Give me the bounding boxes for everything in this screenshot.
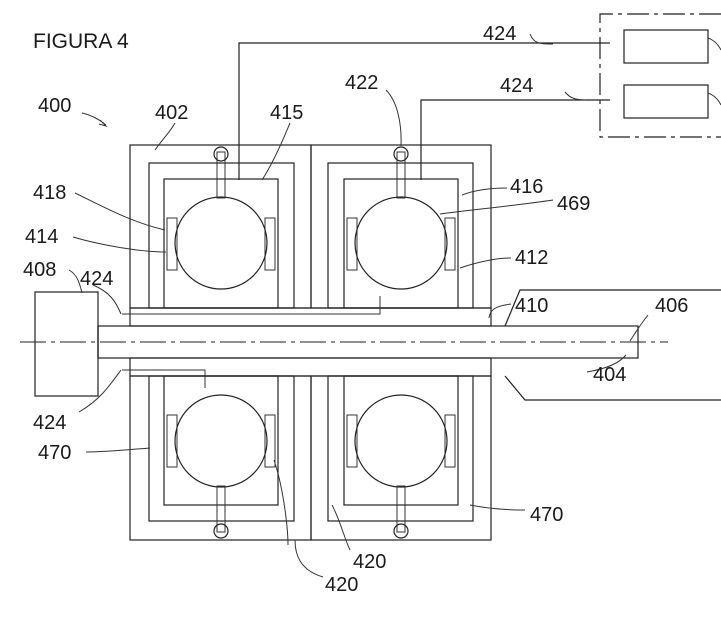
label-420-lower: 420 xyxy=(325,574,358,596)
housing-bottom-right xyxy=(310,375,492,541)
label-410: 410 xyxy=(515,295,548,317)
leader-lines xyxy=(68,33,649,578)
label-469: 469 xyxy=(557,193,590,215)
label-406: 406 xyxy=(655,295,688,317)
label-404: 404 xyxy=(593,364,626,386)
label-424-bottom: 424 xyxy=(33,412,66,434)
inner-connection-lines xyxy=(122,296,381,388)
pivot-stems xyxy=(213,146,409,539)
sphere-top-right xyxy=(354,196,448,290)
sphere-bottom-right xyxy=(354,394,448,488)
label-418: 418 xyxy=(33,182,66,204)
label-420-upper: 420 xyxy=(353,551,386,573)
label-400: 400 xyxy=(38,95,71,117)
external-control-enclosure xyxy=(599,13,721,138)
shaft-assembly xyxy=(20,291,668,397)
figure-title: FIGURA 4 xyxy=(33,30,129,53)
housing-bottom-left xyxy=(129,375,312,541)
housing-top-left xyxy=(129,144,312,309)
label-470-right: 470 xyxy=(530,504,563,526)
label-470-left: 470 xyxy=(38,442,71,464)
coil-windings xyxy=(166,217,456,468)
shaft-cover-outline xyxy=(504,289,721,401)
wire-routes xyxy=(238,42,610,180)
label-415: 415 xyxy=(270,102,303,124)
sphere-bottom-left xyxy=(174,394,268,488)
housing-top-right xyxy=(310,144,492,309)
label-424-top-lower: 424 xyxy=(500,75,533,97)
label-412: 412 xyxy=(515,247,548,269)
control-box-lower xyxy=(623,84,709,119)
label-424-top-upper: 424 xyxy=(483,23,516,45)
label-416: 416 xyxy=(510,176,543,198)
label-414: 414 xyxy=(25,226,58,248)
sphere-top-left xyxy=(174,196,268,290)
reference-labels: 400 402 415 422 424 424 418 416 469 414 … xyxy=(23,23,688,596)
label-422: 422 xyxy=(345,72,378,94)
spheres xyxy=(174,196,448,488)
shaft-end-cap xyxy=(34,291,99,397)
control-box-upper xyxy=(623,29,709,64)
label-424-left: 424 xyxy=(80,268,113,290)
label-402: 402 xyxy=(155,102,188,124)
label-408: 408 xyxy=(23,259,56,281)
